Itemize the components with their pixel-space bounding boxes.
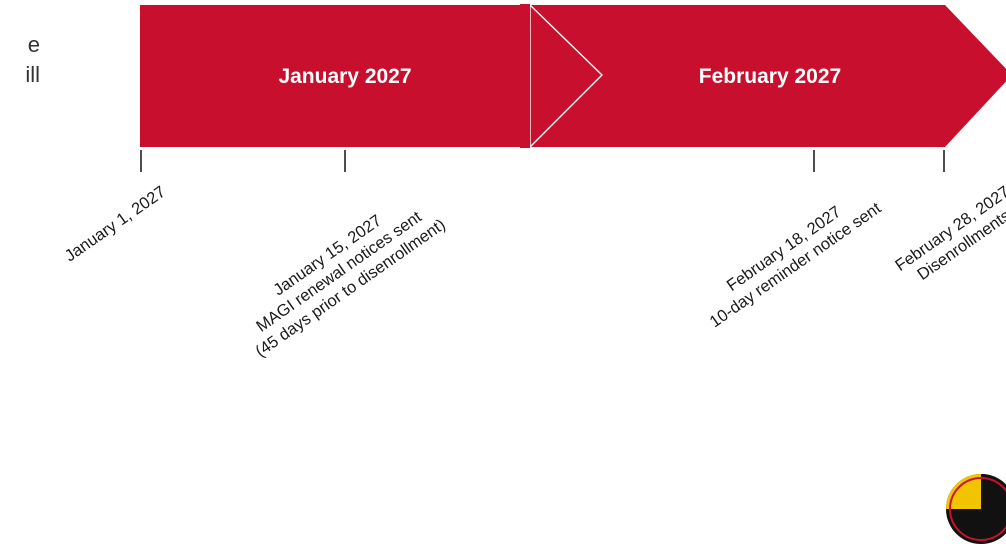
timeline-diagram: January 2027 February 2027 xyxy=(140,3,1006,172)
intro-text-fragment: e ill xyxy=(0,30,40,90)
intro-line-1: e xyxy=(27,32,40,57)
intro-line-2: ill xyxy=(25,62,40,87)
month-label-february: February 2027 xyxy=(699,65,841,88)
divider-mask xyxy=(520,4,530,148)
maryland-seal-icon xyxy=(946,474,1006,544)
month-label-january: January 2027 xyxy=(278,65,411,88)
